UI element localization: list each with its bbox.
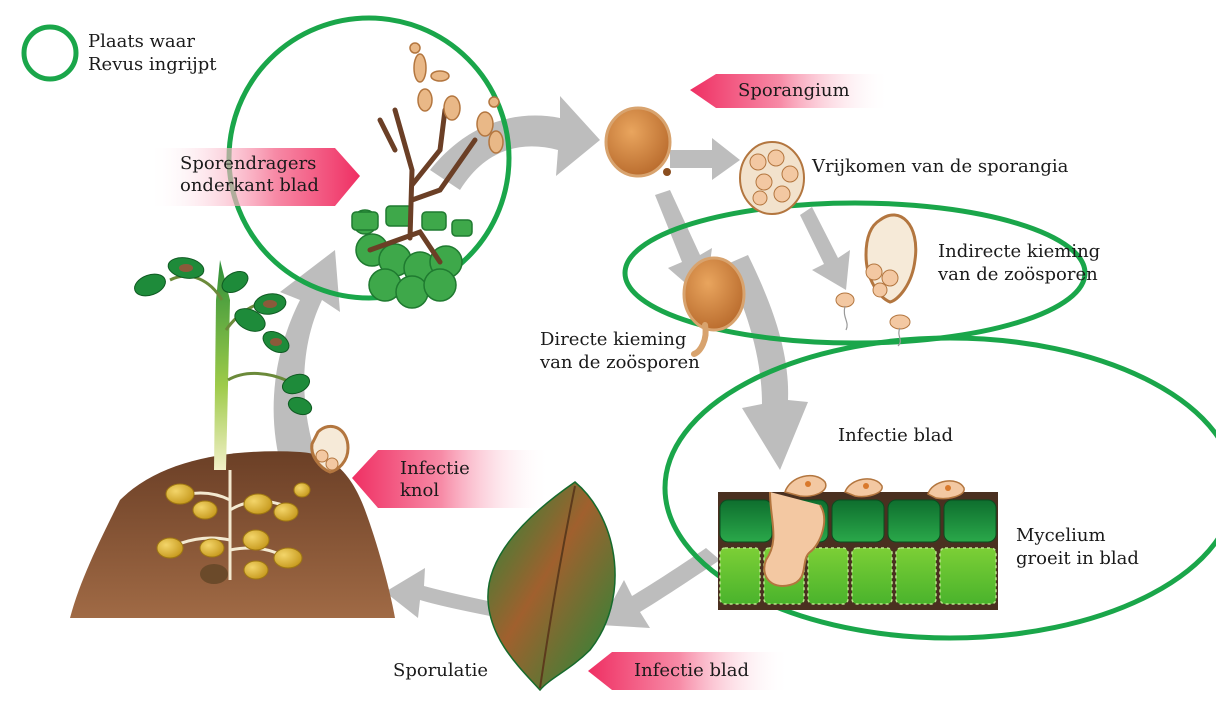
- legend-line-1: Plaats waar: [88, 31, 195, 52]
- label-directe-line-1: Directe kieming: [540, 329, 687, 350]
- tag-sporendragers-line-2: onderkant blad: [180, 175, 319, 196]
- ring-indirecte: [622, 200, 1088, 346]
- arrow-to-infectie: [725, 255, 808, 470]
- legend-line-2: Revus ingrijpt: [88, 54, 217, 75]
- arrow-to-sporangium: [430, 96, 600, 190]
- label-infectie-blad-top: Infectie blad: [838, 425, 953, 446]
- tag-infectie-knol: Infectie knol: [400, 458, 470, 502]
- arrow-to-zoospores: [800, 207, 850, 290]
- cycle-arrows: [273, 96, 850, 628]
- infected-leaf: [487, 481, 616, 692]
- tag-sporangium: Sporangium: [738, 80, 850, 101]
- tag-sporendragers-line-1: Sporendragers: [180, 153, 317, 174]
- label-sporulatie: Sporulatie: [393, 660, 489, 681]
- tag-infectie-knol-shape: [352, 450, 550, 508]
- label-directe-line-2: van de zoösporen: [540, 352, 700, 373]
- plant-and-soil: [70, 257, 395, 618]
- tag-sporangium-shape: [690, 74, 890, 108]
- tag-infectie-knol-line-2: knol: [400, 480, 440, 501]
- arrow-up-left: [273, 250, 340, 470]
- leaf-cross-section: [718, 474, 998, 610]
- legend-label: Plaats waar Revus ingrijpt: [88, 30, 217, 76]
- revus-rings: [21, 15, 1216, 641]
- label-mycelium-line-2: groeit in blad: [1016, 548, 1139, 569]
- pink-tags: [148, 74, 890, 690]
- label-indirecte-kieming: Indirecte kieming van de zoösporen: [938, 240, 1100, 286]
- sporangium-direct: [682, 256, 746, 332]
- label-directe-kieming: Directe kieming van de zoösporen: [540, 328, 700, 374]
- sporangiophore-illustration: [351, 42, 504, 309]
- tag-infectie-blad-bottom: Infectie blad: [634, 660, 749, 681]
- label-mycelium-line-1: Mycelium: [1016, 525, 1106, 546]
- soil-mound: [70, 451, 395, 618]
- sporangia-illustrations: [604, 106, 918, 357]
- tag-infectie-blad-shape: [588, 652, 790, 690]
- label-mycelium: Mycelium groeit in blad: [1016, 524, 1139, 570]
- label-indirecte-line-2: van de zoösporen: [938, 264, 1098, 285]
- tag-sporendragers-shape: [148, 148, 360, 206]
- tag-infectie-knol-line-1: Infectie: [400, 458, 470, 479]
- ring-infectie: [662, 335, 1216, 641]
- legend-ring: [21, 24, 79, 82]
- arrow-to-vrijkomen: [670, 138, 740, 180]
- arrow-to-leaf: [600, 548, 720, 628]
- arrow-to-soil: [385, 568, 502, 618]
- tag-sporendragers: Sporendragers onderkant blad: [180, 153, 319, 197]
- label-indirecte-line-1: Indirecte kieming: [938, 241, 1101, 262]
- label-vrijkomen: Vrijkomen van de sporangia: [812, 156, 1069, 177]
- sporangium-main: [604, 106, 672, 178]
- sporangium-empty: [864, 213, 918, 304]
- plant-stem: [214, 260, 230, 470]
